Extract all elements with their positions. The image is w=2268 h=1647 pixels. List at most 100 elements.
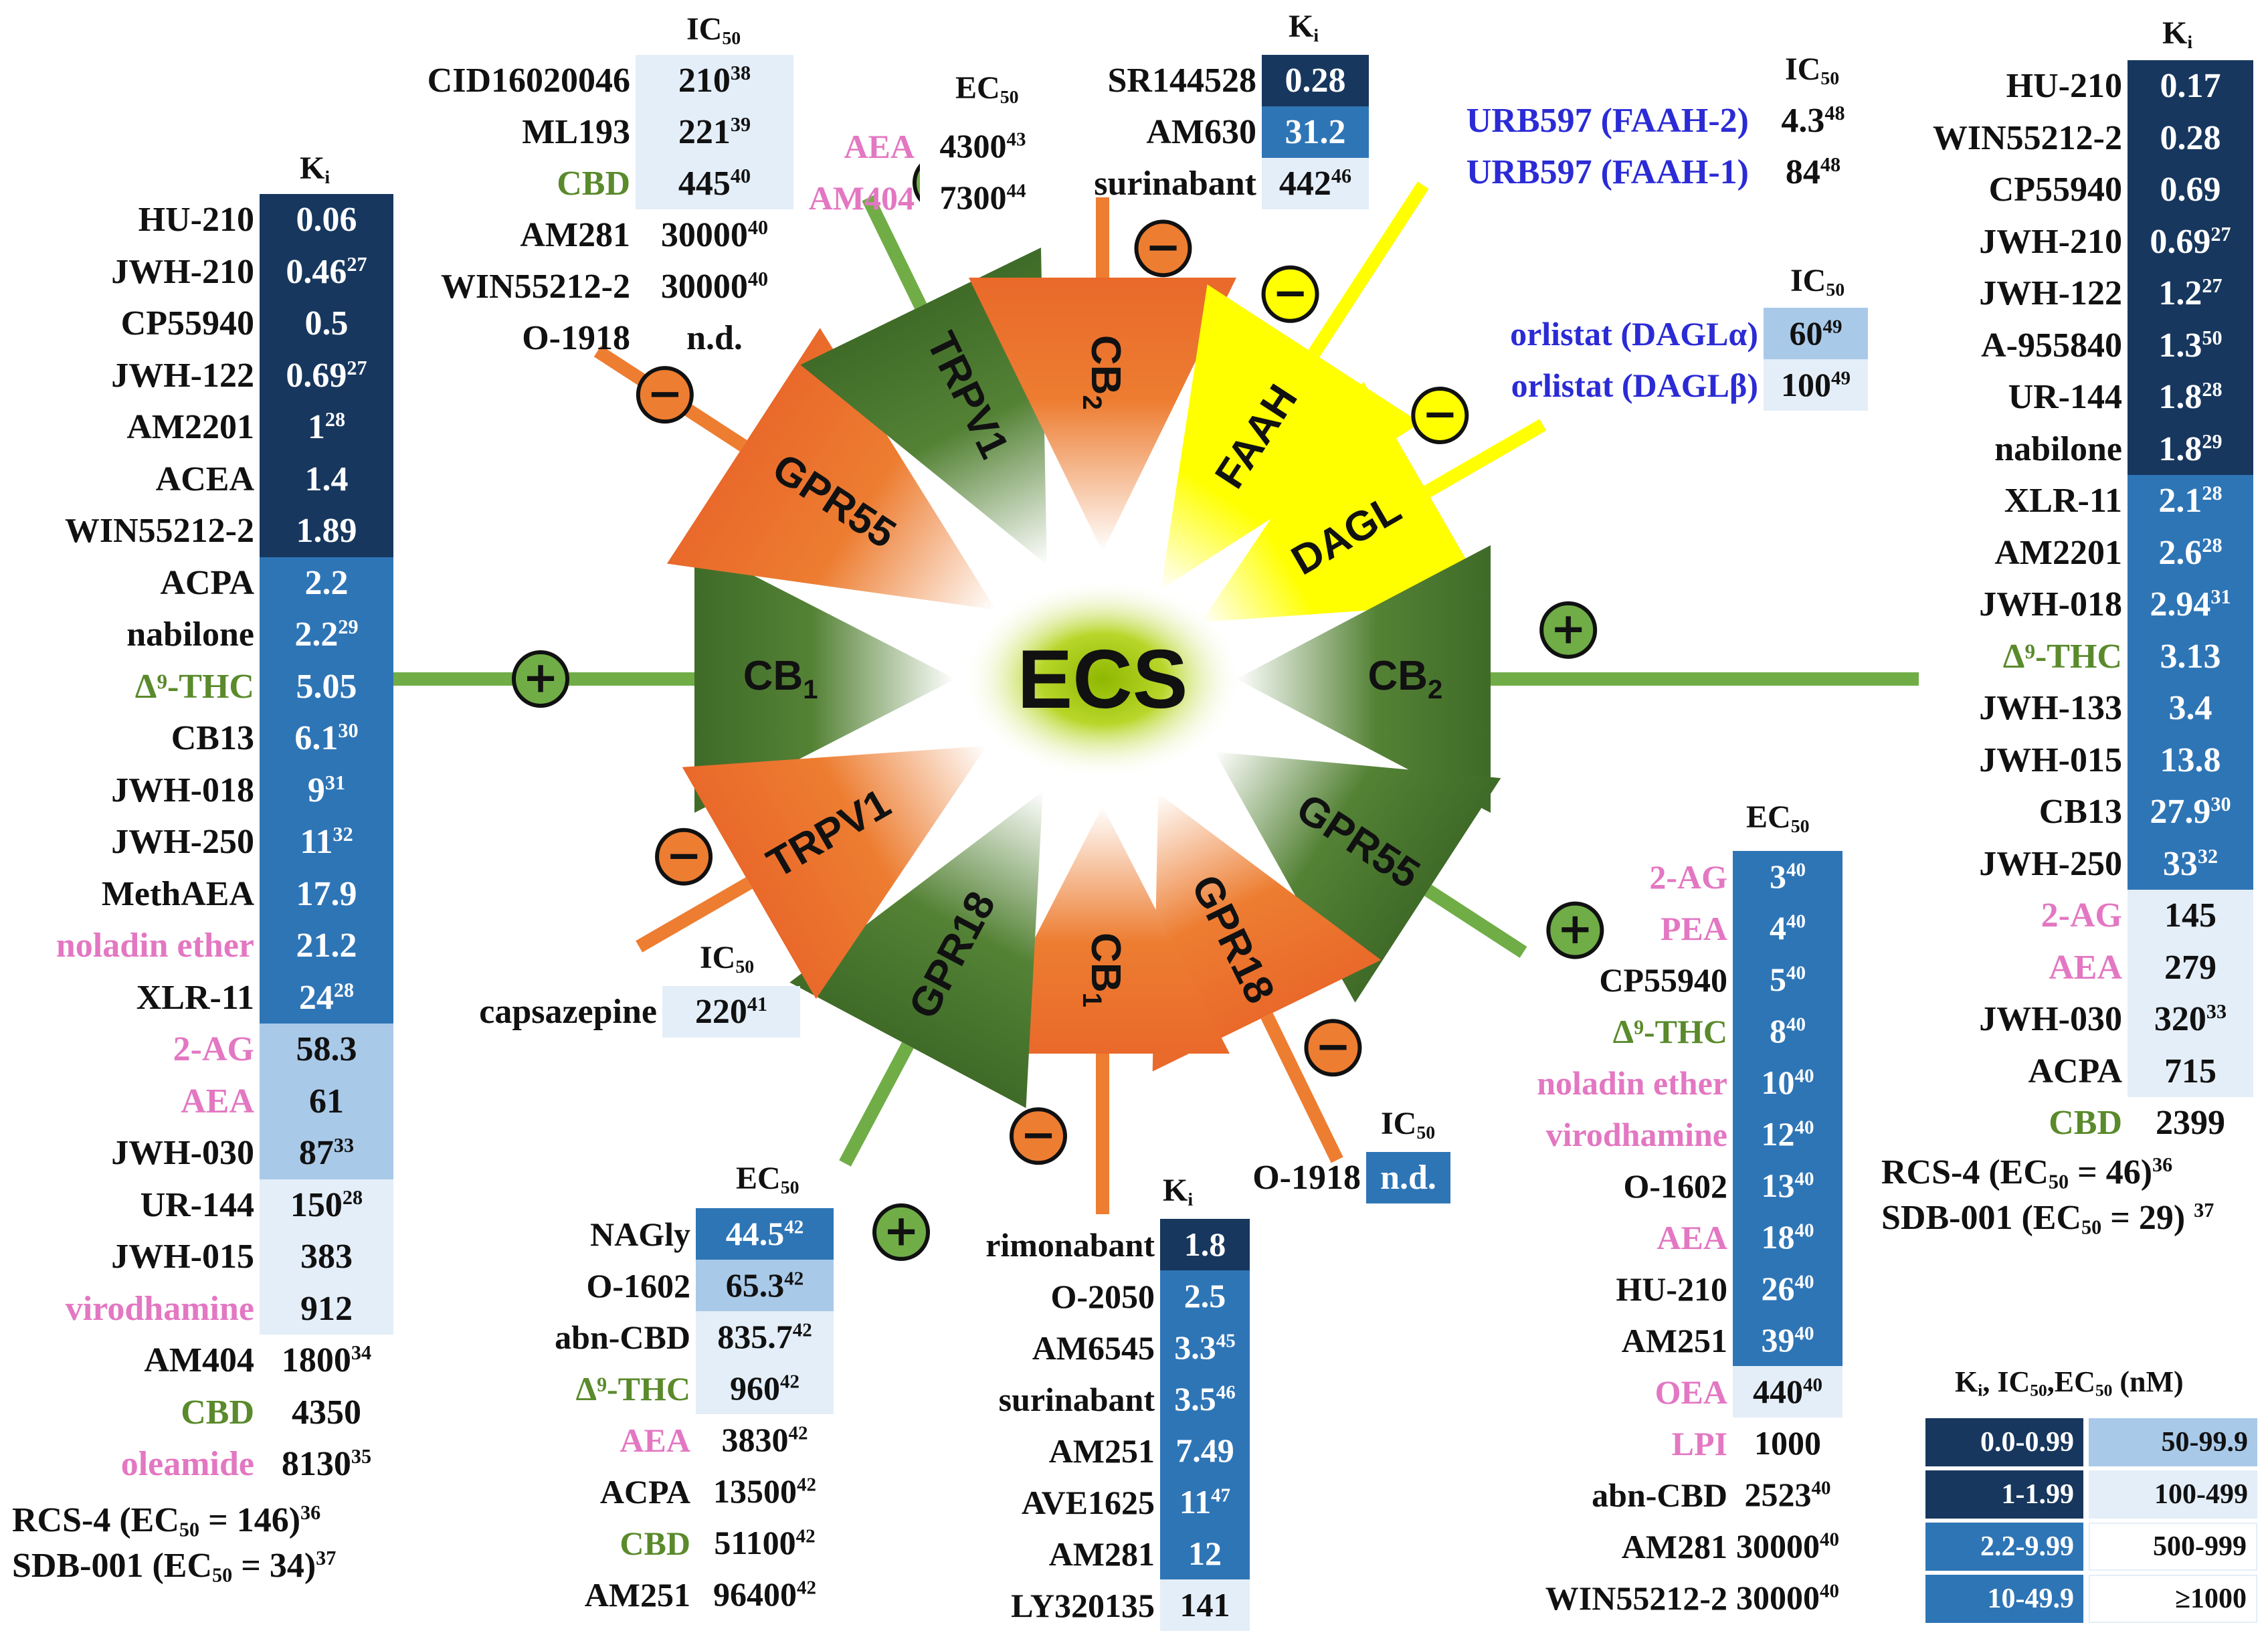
potency-value: 21038 (636, 55, 793, 106)
potency-value: 2.128 (2128, 475, 2253, 527)
compound-name: JWH-122 (1979, 274, 2122, 313)
legend-range: 1-1.99 (1925, 1470, 2083, 1519)
compound-name: WIN55212-2 (64, 512, 254, 551)
potency-value: 8733 (260, 1127, 393, 1179)
potency-value: 440 (1733, 902, 1842, 954)
legend-title: Ki, IC50,EC50 (nM) (1955, 1365, 2184, 1400)
compound-name: virodhamine (1545, 1115, 1727, 1153)
compound-name: XLR-11 (2004, 482, 2122, 520)
potency-value: 44540 (636, 158, 793, 209)
compound-name: UR-144 (2008, 378, 2122, 417)
compound-name: ACPA (2028, 1052, 2122, 1090)
compound-name: AM630 (1146, 113, 1256, 151)
sign-glyph: − (1272, 268, 1309, 318)
compound-name: WIN55212-2 (1932, 118, 2122, 157)
sign-glyph: + (1557, 904, 1594, 954)
panel-header: IC50 (1785, 52, 1840, 89)
compound-name: HU-210 (2006, 67, 2122, 106)
potency-value: 44.542 (696, 1208, 834, 1260)
compound-name: CB13 (2039, 793, 2122, 832)
minus-icon (1134, 219, 1192, 278)
panel-header: IC50 (700, 940, 755, 977)
compound-row: URB597 (FAAH-1)8448 (1467, 147, 1872, 198)
panel-header: IC50 (1381, 1106, 1436, 1143)
compound-name: CBD (2049, 1104, 2122, 1143)
compound-name: UR-144 (140, 1185, 254, 1224)
sign-glyph: − (666, 831, 702, 880)
potency-value: 3940 (1733, 1315, 1842, 1366)
potency-value: 3.4 (2128, 682, 2253, 735)
potency-value: 2.9431 (2128, 579, 2253, 631)
compound-name: MethAEA (101, 874, 254, 913)
sign-glyph: − (1020, 1110, 1056, 1160)
potency-value: 3000040 (1733, 1521, 1842, 1572)
potency-value: 279 (2128, 941, 2253, 993)
spoke-arm (839, 1042, 914, 1167)
compound-row: orlistat (DAGLβ)10049 (1511, 359, 1868, 411)
minus-icon (1261, 265, 1319, 323)
compound-name: WIN55212-2 (440, 268, 630, 306)
spoke-arm (862, 195, 927, 310)
potency-value: 31.2 (1262, 106, 1369, 158)
compound-name: AM404 (808, 179, 915, 217)
potency-value: 1040 (1733, 1057, 1842, 1108)
potency-value: 3.13 (2128, 630, 2253, 682)
compound-name: AM251 (584, 1575, 690, 1614)
compound-name: JWH-250 (111, 823, 254, 862)
plus-icon (1539, 601, 1598, 659)
compound-name: OEA (1655, 1373, 1727, 1411)
compound-name: JWH-210 (1979, 222, 2122, 261)
potency-value: 3000040 (636, 261, 793, 312)
receptor-subscript: 1 (1077, 993, 1107, 1007)
compound-name: LY320135 (1011, 1586, 1155, 1624)
potency-value: 840 (1733, 1005, 1842, 1057)
potency-value: 3.546 (1160, 1373, 1250, 1425)
potency-value: 3000040 (636, 209, 793, 261)
compound-name: AEA (181, 1082, 254, 1121)
spoke-wedge (800, 248, 1047, 565)
compound-row: URB597 (FAAH-2)4.348 (1467, 95, 1872, 147)
potency-value: 5110042 (696, 1517, 834, 1569)
legend-range: 500-999 (2089, 1523, 2257, 1571)
potency-value: 912 (260, 1282, 393, 1335)
receptor-name: CB (1082, 933, 1129, 993)
potency-value: 430043 (920, 120, 1046, 172)
compound-name: AM281 (520, 216, 630, 254)
compound-name: nabilone (1994, 429, 2122, 468)
potency-value: 6049 (1764, 308, 1868, 359)
spoke-wedge (975, 806, 1230, 1054)
potency-value: 730044 (920, 172, 1046, 223)
receptor-name: CB (1367, 653, 1428, 699)
potency-value: n.d. (636, 312, 793, 364)
spoke-gpr18-right: GPR18− (1152, 793, 1382, 1163)
receptor-name: CB (1082, 335, 1129, 395)
compound-name: CP55940 (1599, 961, 1727, 999)
potency-value: 1.829 (2128, 423, 2253, 475)
spoke-gpr18-left: GPR18+ (789, 791, 1043, 1261)
